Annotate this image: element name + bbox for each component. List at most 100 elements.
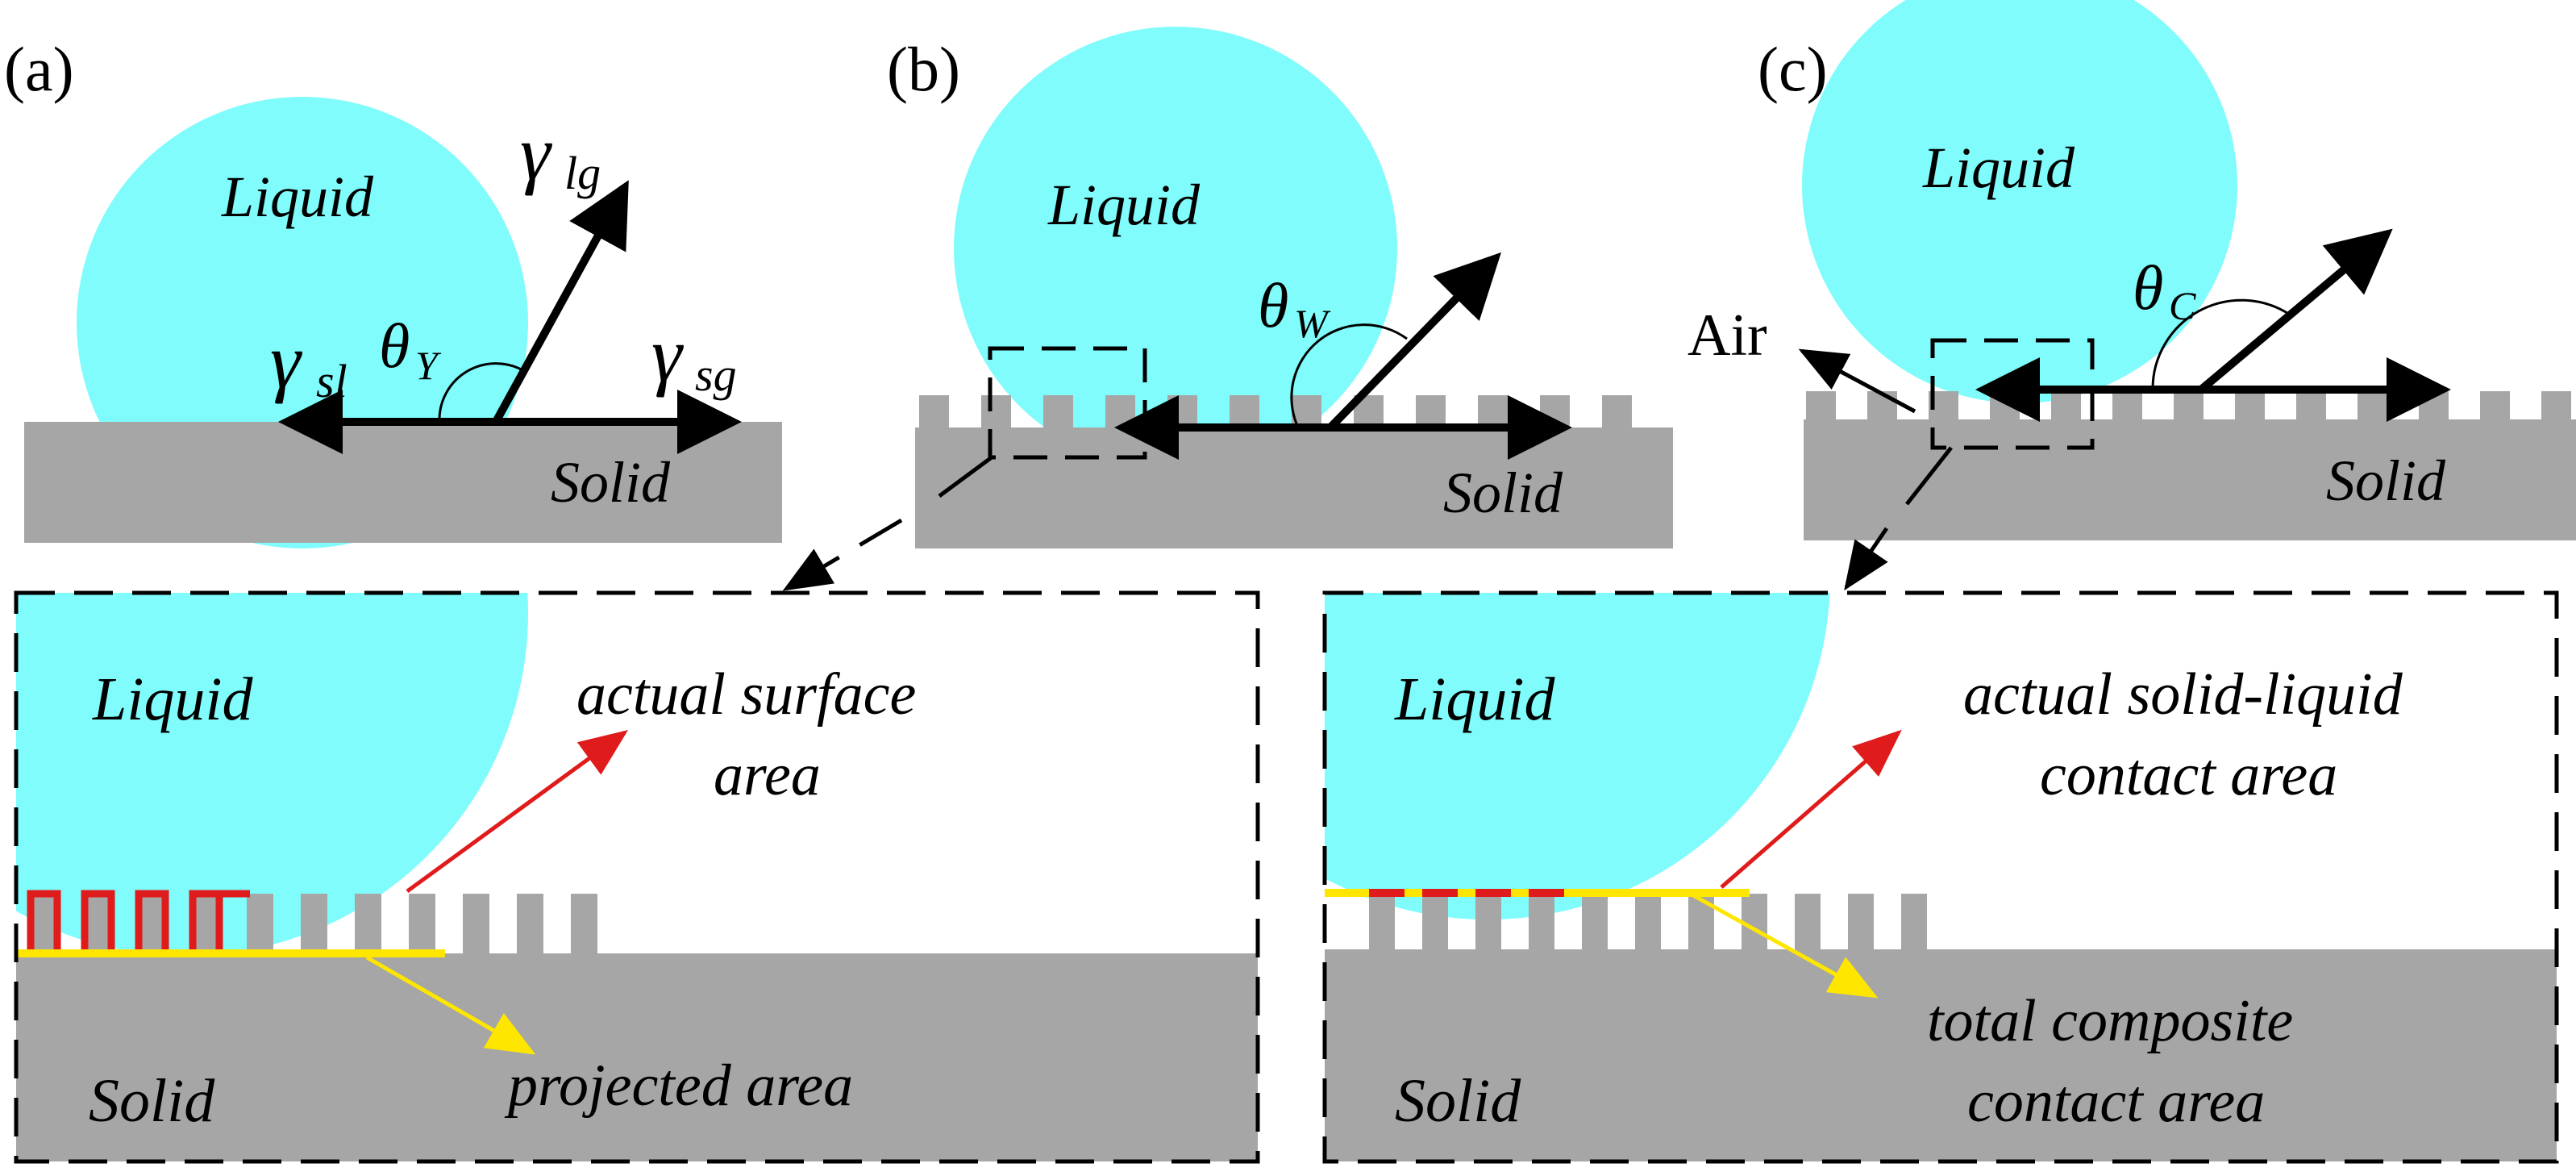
pillar <box>1602 395 1632 429</box>
gamma-sl-label: γ sl <box>270 318 347 407</box>
pillar <box>517 894 543 955</box>
pillar <box>1990 391 2020 421</box>
zoom-region-box <box>988 346 1147 460</box>
pillar <box>2541 391 2571 421</box>
contact-angle-arc <box>2151 298 2291 390</box>
panel-b: (b) Liquid Solid θ W <box>782 27 1673 591</box>
solid-label: Solid <box>551 450 671 515</box>
actual-area-label-line1: actual surface <box>576 661 916 728</box>
actual-area-label-line2: area <box>714 742 821 808</box>
theta-w-label: θ W <box>1258 270 1331 346</box>
solid-label: Solid <box>1443 461 1563 525</box>
pillar <box>139 894 165 955</box>
gamma-lg-arrow <box>2198 228 2393 393</box>
pillar <box>247 894 273 955</box>
pillar <box>1806 391 1836 421</box>
contact-angle-arc <box>1290 323 1408 428</box>
pillar <box>1848 894 1874 951</box>
svg-text:sl: sl <box>316 355 347 407</box>
contact-angle-arc <box>438 362 525 423</box>
surface-pillars <box>1806 391 2571 421</box>
solid-label: Solid <box>1395 1067 1521 1135</box>
pillar <box>919 395 949 429</box>
svg-text:θ: θ <box>2133 252 2163 323</box>
pillar <box>2480 391 2510 421</box>
svg-text:Y: Y <box>415 343 442 388</box>
pillar <box>571 894 597 955</box>
svg-text:C: C <box>2169 283 2196 328</box>
liquid-label: Liquid <box>221 165 374 229</box>
pillar <box>2296 391 2326 421</box>
gamma-lg-label: γ lg <box>520 110 601 199</box>
pillar <box>1688 894 1714 951</box>
pillar <box>85 894 111 955</box>
composite-area-label-line1: total composite <box>1927 988 2293 1054</box>
panel-c-tag: (c) <box>1758 34 1828 104</box>
projected-area-pointer <box>365 955 536 1055</box>
pillar <box>409 894 435 955</box>
actual-contact-label-line1: actual solid-liquid <box>1963 661 2403 728</box>
panel-c: (c) Liquid Solid θ C Air <box>1688 0 2576 591</box>
pillar <box>2358 391 2387 421</box>
pillar <box>31 894 57 955</box>
pillar <box>1582 894 1608 951</box>
actual-area-pointer <box>406 730 629 894</box>
projected-area-label: projected area <box>504 1053 853 1119</box>
liquid-label: Liquid <box>92 665 253 733</box>
svg-text:sg: sg <box>695 348 737 401</box>
rough-substrate <box>1804 419 2576 540</box>
pillar <box>2419 391 2449 421</box>
gamma-lg-arrow <box>492 180 629 424</box>
pillar <box>1635 894 1661 951</box>
air-pointer-arrow <box>1798 348 1916 414</box>
pillar <box>1043 395 1073 429</box>
pillar <box>1422 894 1448 951</box>
pillar <box>2112 391 2142 421</box>
pillar <box>463 894 489 955</box>
svg-text:θ: θ <box>379 311 410 381</box>
solid-substrate <box>24 422 782 543</box>
zoom-region-box <box>1930 338 2095 450</box>
liquid-droplet <box>1325 593 1830 920</box>
svg-text:γ: γ <box>651 311 684 398</box>
solid-substrate <box>1325 949 2557 1161</box>
pillar <box>301 894 327 955</box>
zoom-cassie-inset: Liquid Solid actual solid-liquid contact… <box>1322 590 2559 1164</box>
liquid-droplet <box>1802 0 2237 403</box>
zoom-connector <box>938 455 993 498</box>
pillar <box>193 894 219 955</box>
composite-area-label-line2: contact area <box>1967 1069 2265 1135</box>
gamma-sg-label: γ sg <box>651 311 737 401</box>
inset-border <box>14 590 1260 1164</box>
zoom-pointer-arrow <box>782 518 903 591</box>
liquid-droplet <box>954 27 1397 470</box>
svg-text:γ: γ <box>270 318 302 404</box>
pillar <box>1795 894 1821 951</box>
svg-text:γ: γ <box>520 110 552 196</box>
svg-text:W: W <box>1294 301 1331 346</box>
solid-label: Solid <box>89 1067 215 1135</box>
panel-b-tag: (b) <box>887 34 960 104</box>
pillar <box>981 395 1011 429</box>
pillar <box>355 894 381 955</box>
liquid-label: Liquid <box>1922 136 2075 200</box>
svg-text:lg: lg <box>564 147 601 199</box>
solid-label: Solid <box>2326 448 2446 513</box>
pillar <box>1529 894 1554 951</box>
zoom-pointer-arrow <box>1844 527 1889 591</box>
pillar <box>2051 391 2081 421</box>
panel-a-tag: (a) <box>4 34 74 104</box>
panel-a: (a) Liquid Solid θ Y γ sl γ sg γ lg <box>4 34 782 548</box>
theta-c-label: θ C <box>2133 252 2196 328</box>
actual-contact-label-line2: contact area <box>2040 742 2337 808</box>
liquid-droplet <box>16 593 528 956</box>
zoom-wenzel-inset: Liquid Solid actual surface area project… <box>14 590 1260 1164</box>
pillar <box>1369 894 1395 951</box>
gamma-lg-arrow <box>1327 252 1501 431</box>
liquid-label: Liquid <box>1047 173 1201 237</box>
actual-contact-pointer <box>1720 729 1902 889</box>
svg-text:θ: θ <box>1258 270 1288 340</box>
pillar <box>1475 894 1501 951</box>
pillar <box>2235 391 2265 421</box>
